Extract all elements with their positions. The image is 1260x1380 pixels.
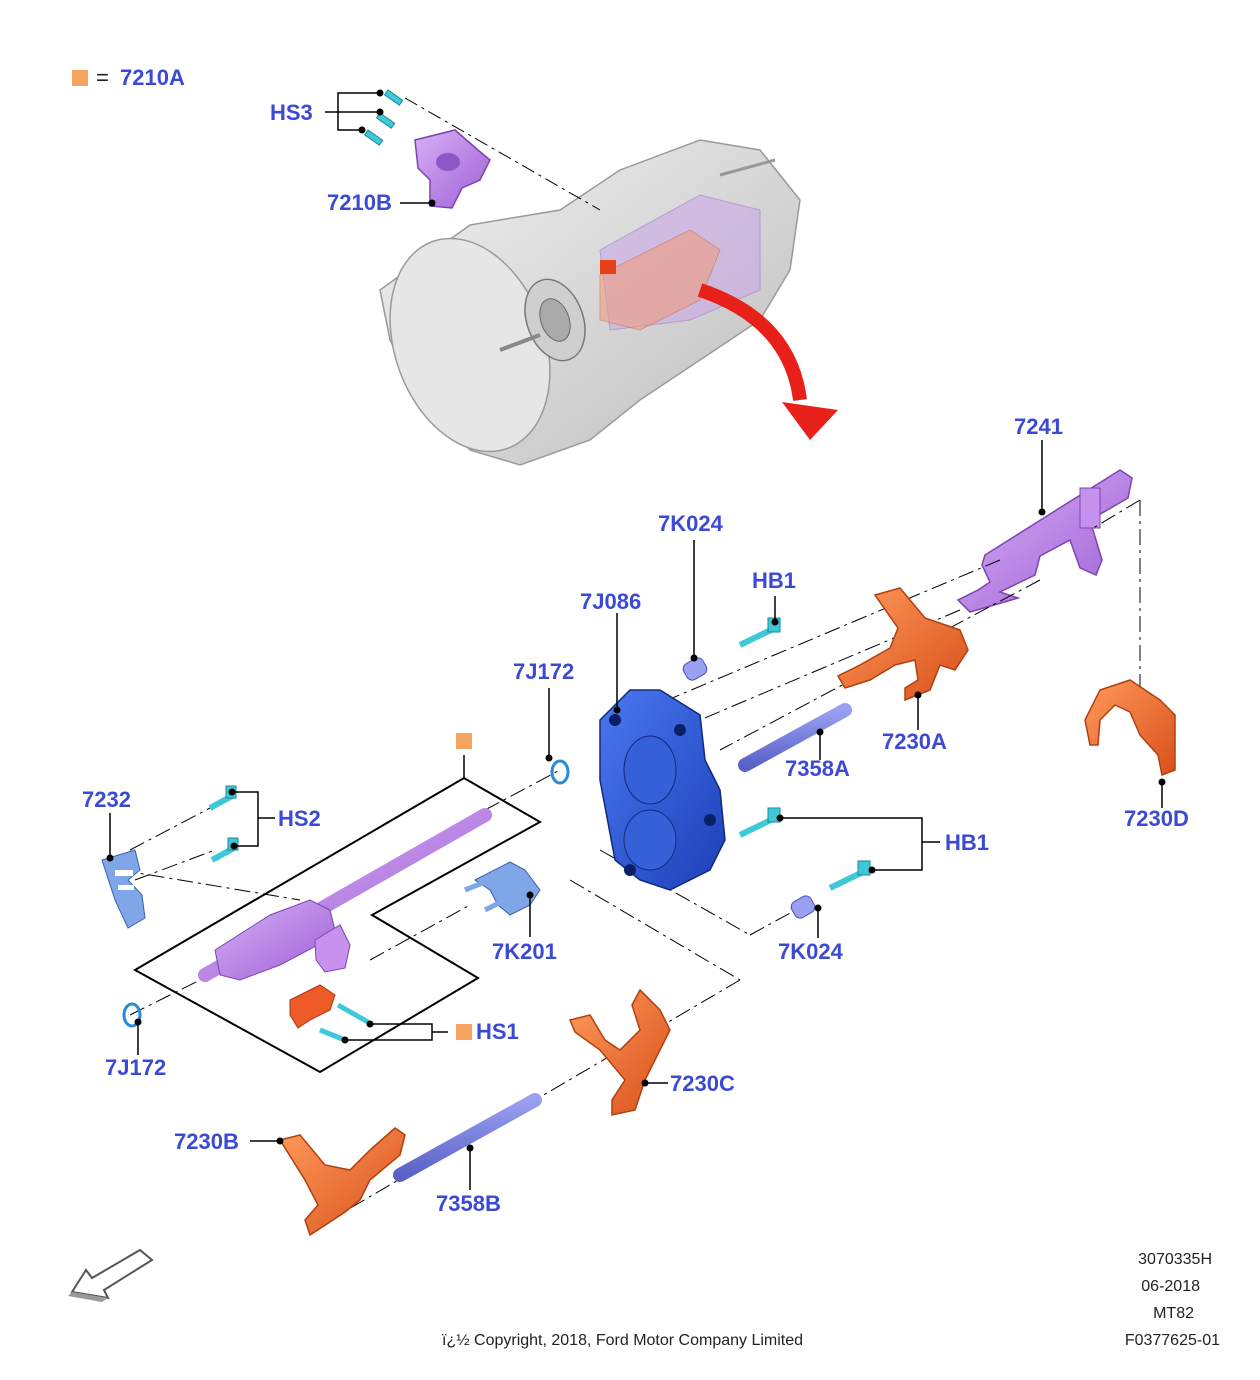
label-7230a: 7230A (882, 729, 947, 754)
label-7j086: 7J086 (580, 589, 642, 614)
part-7241 (956, 469, 1133, 613)
part-7230b (278, 1127, 406, 1237)
subassembly-outline (132, 776, 543, 1074)
label-7210b: 7210B (327, 190, 392, 215)
label-7230d: 7230D (1124, 806, 1189, 831)
illustration-date: 06-2018 (1141, 1278, 1200, 1295)
part-7k201 (464, 861, 541, 916)
red-arrow-icon (697, 283, 838, 440)
illustration-number: 3070335H (1138, 1251, 1212, 1268)
part-7j172-top (550, 759, 570, 785)
label-7k201: 7K201 (492, 939, 557, 964)
hs3-leaders (325, 92, 380, 131)
part-7k024-bottom (790, 895, 816, 919)
part-7358a (738, 703, 852, 772)
label-hs2: HS2 (278, 806, 321, 831)
label-7232: 7232 (82, 787, 131, 812)
label-7k024-top: 7K024 (658, 511, 723, 536)
label-7230b: 7230B (174, 1129, 239, 1154)
part-7j086 (599, 689, 726, 891)
label-7j172-bottom: 7J172 (105, 1055, 167, 1080)
legend-swatch (72, 70, 88, 86)
part-7232 (101, 849, 146, 929)
transmission-model: MT82 (1153, 1305, 1194, 1322)
part-7358b (393, 1093, 542, 1182)
label-hb1-right: HB1 (945, 830, 990, 855)
part-7k024-top (682, 657, 708, 681)
part-7j172-bottom (122, 1002, 142, 1028)
label-7k024-bottom: 7K024 (778, 939, 843, 964)
part-7230c (568, 988, 671, 1116)
selector-shaft (198, 808, 492, 982)
legend-part-label: 7210A (120, 65, 185, 90)
label-7j172-top: 7J172 (513, 659, 575, 684)
part-7230a (836, 587, 969, 702)
copyright-notice: ï¿½ Copyright, 2018, Ford Motor Company … (442, 1332, 804, 1349)
hs3-bolts (363, 89, 404, 146)
label-hb1-top: HB1 (752, 568, 797, 593)
label-hs3: HS3 (270, 100, 313, 125)
front-arrow-icon (68, 1248, 154, 1302)
part-hs1-detent (289, 984, 370, 1043)
label-7230c: 7230C (670, 1071, 735, 1096)
part-7210b (414, 129, 491, 209)
figure-id: F0377625-01 (1124, 1332, 1220, 1349)
hb1-right-bolts (738, 807, 871, 891)
part-7230d (1084, 679, 1176, 777)
label-7358a: 7358A (785, 756, 850, 781)
label-hs1: HS1 (476, 1019, 519, 1044)
label-7241: 7241 (1014, 414, 1063, 439)
legend-equals: = (96, 65, 109, 90)
label-7358b: 7358B (436, 1191, 501, 1216)
